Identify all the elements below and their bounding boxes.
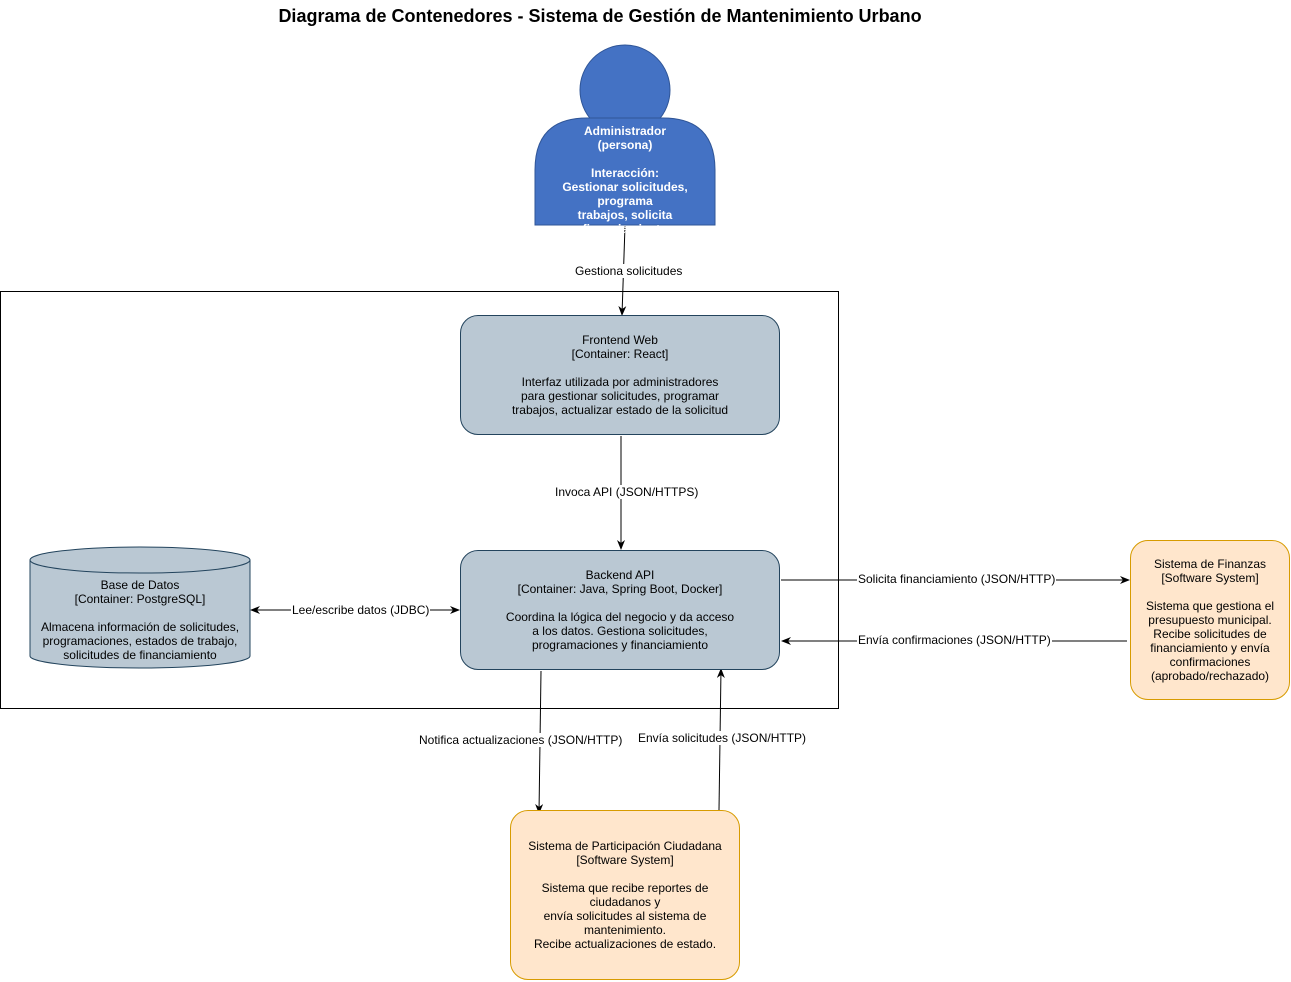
finance-desc: presupuesto municipal. (1148, 613, 1272, 627)
person-interaction-heading: Interacción: (590, 166, 659, 180)
database-container: Base de Datos [Container: PostgreSQL] Al… (30, 578, 250, 662)
edge-label-invoca-api: Invoca API (JSON/HTTPS) (554, 485, 700, 499)
backend-desc: Coordina la lógica del negocio y da acce… (505, 610, 735, 624)
person-interaction-line: Gestionar solicitudes, programa (562, 180, 688, 208)
database-cylinder (29, 546, 251, 669)
database-desc: solicitudes de financiamiento (63, 648, 217, 662)
frontend-tech: [Container: React] (571, 347, 669, 361)
participation-desc: ciudadanos y (589, 895, 661, 909)
participation-tech: [Software System] (576, 853, 674, 867)
edge-label-envia-solicitudes: Envía solicitudes (JSON/HTTP) (637, 731, 808, 745)
person-body (534, 117, 716, 226)
finance-tech: [Software System] (1161, 571, 1259, 585)
database-tech: [Container: PostgreSQL] (74, 592, 206, 606)
backend-name: Backend API (585, 568, 655, 582)
database-name: Base de Datos (100, 578, 180, 592)
frontend-desc: Interfaz utilizada por administradores (521, 375, 719, 389)
participation-desc: Recibe actualizaciones de estado. (533, 937, 717, 951)
finance-name: Sistema de Finanzas (1153, 557, 1267, 571)
finance-desc: confirmaciones (1169, 655, 1251, 669)
frontend-desc: trabajos, actualizar estado de la solici… (511, 403, 729, 417)
finance-desc: Recibe solicitudes de (1153, 627, 1267, 641)
edge-label-notifica-actualizaciones: Notifica actualizaciones (JSON/HTTP) (418, 733, 624, 747)
frontend-web-container: Frontend Web [Container: React] Interfaz… (460, 315, 780, 435)
participation-desc: Sistema que recibe reportes de (541, 881, 709, 895)
participation-name: Sistema de Participación Ciudadana (528, 839, 722, 853)
diagram-title: Diagrama de Contenedores - Sistema de Ge… (278, 6, 922, 26)
participation-system: Sistema de Participación Ciudadana [Soft… (510, 810, 740, 980)
frontend-desc: para gestionar solicitudes, programar (520, 389, 720, 403)
participation-desc: envía solicitudes al sistema de (543, 909, 707, 923)
backend-desc: programaciones y financiamiento (531, 638, 709, 652)
person-administrador: Administrador (persona) Interacción: Ges… (535, 124, 715, 236)
finance-desc: Sistema que gestiona el (1145, 599, 1275, 613)
system-boundary (0, 291, 839, 709)
person-name: Administrador (583, 124, 666, 138)
edge-label-gestiona: Gestiona solicitudes (574, 264, 684, 278)
person-interaction-line: trabajos, solicita financiamiento (577, 208, 673, 236)
backend-tech: [Container: Java, Spring Boot, Docker] (517, 582, 723, 596)
person-type: (persona) (597, 138, 653, 152)
backend-desc: a los datos. Gestiona solicitudes, (532, 624, 708, 638)
participation-desc: mantenimiento. (583, 923, 667, 937)
finance-desc: financiamiento y envía (1150, 641, 1270, 655)
edge-label-solicita-financiamiento: Solicita financiamiento (JSON/HTTP) (857, 572, 1057, 586)
edge-label-envia-confirmaciones: Envía confirmaciones (JSON/HTTP) (857, 633, 1052, 647)
backend-api-container: Backend API [Container: Java, Spring Boo… (460, 550, 780, 670)
database-desc: programaciones, estados de trabajo, (42, 634, 238, 648)
finance-desc: (aprobado/rechazado) (1150, 669, 1270, 683)
frontend-name: Frontend Web (582, 333, 658, 347)
edge-label-lee-escribe: Lee/escribe datos (JDBC) (291, 603, 431, 617)
database-desc: Almacena información de solicitudes, (40, 620, 240, 634)
finance-system: Sistema de Finanzas [Software System] Si… (1130, 540, 1290, 700)
person-shape (534, 44, 716, 226)
